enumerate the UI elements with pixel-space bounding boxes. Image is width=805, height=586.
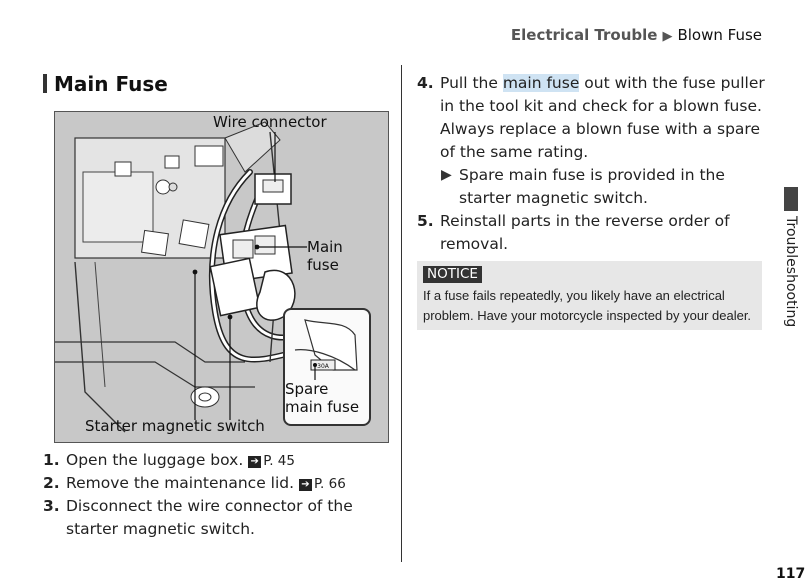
step-4-line4: of the same rating. [440,143,589,161]
step-4-line1-post: out with the fuse puller [579,74,765,92]
label-main-fuse-line2: fuse [307,256,339,274]
engine-bay-illustration [55,121,308,433]
step-5-line1: Reinstall parts in the reverse order of [440,212,730,230]
inset-fuse-code: 30A [317,363,330,370]
sub-marker-icon: ▶ [441,167,452,183]
page-ref-link[interactable]: ➔P. 45 [248,453,295,469]
step-3-line2: starter magnetic switch. [66,520,255,538]
notice-text: If a fuse fails repeatedly, you likely h… [423,288,752,323]
step-text: Remove the maintenance lid. ➔P. 66 [66,472,346,496]
step-number: 3. [43,497,60,515]
step-number: 1. [43,451,60,469]
breadcrumb-section: Electrical Trouble [510,26,658,44]
label-spare-line1: Spare [285,380,329,398]
step-text: Open the luggage box. ➔P. 45 [66,449,295,473]
page-title: Main Fuse [43,72,168,96]
title-bar-marker [43,74,47,93]
step-4-sub-line1: Spare main fuse is provided in the [459,166,725,184]
step-1-text: Open the luggage box. [66,451,244,469]
step-number: 5. [417,212,434,230]
spare-fuse-illustration: 30A [294,319,358,380]
page-number: 117 [776,566,805,582]
page-title-text: Main Fuse [54,72,168,96]
step-4-line2: in the tool kit and check for a blown fu… [440,97,762,115]
step-4-line1: Pull the main fuse out with the fuse pul… [440,72,765,95]
breadcrumb-arrow-icon: ▶ [662,29,673,44]
side-tab-label[interactable]: Troubleshooting [783,216,799,336]
page-ref-icon: ➔ [298,479,312,491]
spare-fuse-inset: 30A [283,308,371,426]
main-fuse-figure: Wire connector Main fuse 30A Spare main … [54,111,389,443]
notice-box: NOTICE If a fuse fails repeatedly, you l… [417,261,762,330]
page-ref-text: P. 45 [263,453,295,469]
step-number: 4. [417,74,434,92]
label-starter-magnetic-switch: Starter magnetic switch [85,417,265,435]
step-2-text: Remove the maintenance lid. [66,474,295,492]
step-4-sub-line2: starter magnetic switch. [459,189,648,207]
breadcrumb: Electrical Trouble ▶ Blown Fuse [511,26,762,44]
highlight-main-fuse: main fuse [502,74,580,92]
page-ref-text: P. 66 [313,476,346,492]
notice-badge: NOTICE [423,266,482,283]
side-tab-text: Troubleshooting [783,216,799,328]
page-ref-link[interactable]: ➔P. 66 [298,476,346,492]
column-divider [401,65,402,562]
label-spare-line2: main fuse [285,398,360,416]
side-tab-marker [784,187,798,211]
step-number: 2. [43,474,60,492]
step-4-line1-pre: Pull the [440,74,503,92]
step-5-line2: removal. [440,235,509,253]
breadcrumb-current: Blown Fuse [677,26,762,44]
step-3-line1: Disconnect the wire connector of the [66,497,353,515]
label-wire-connector: Wire connector [213,113,327,131]
label-main-fuse-line1: Main [307,238,343,256]
step-4-line3: Always replace a blown fuse with a spare [440,120,760,138]
page-ref-icon: ➔ [248,456,262,468]
